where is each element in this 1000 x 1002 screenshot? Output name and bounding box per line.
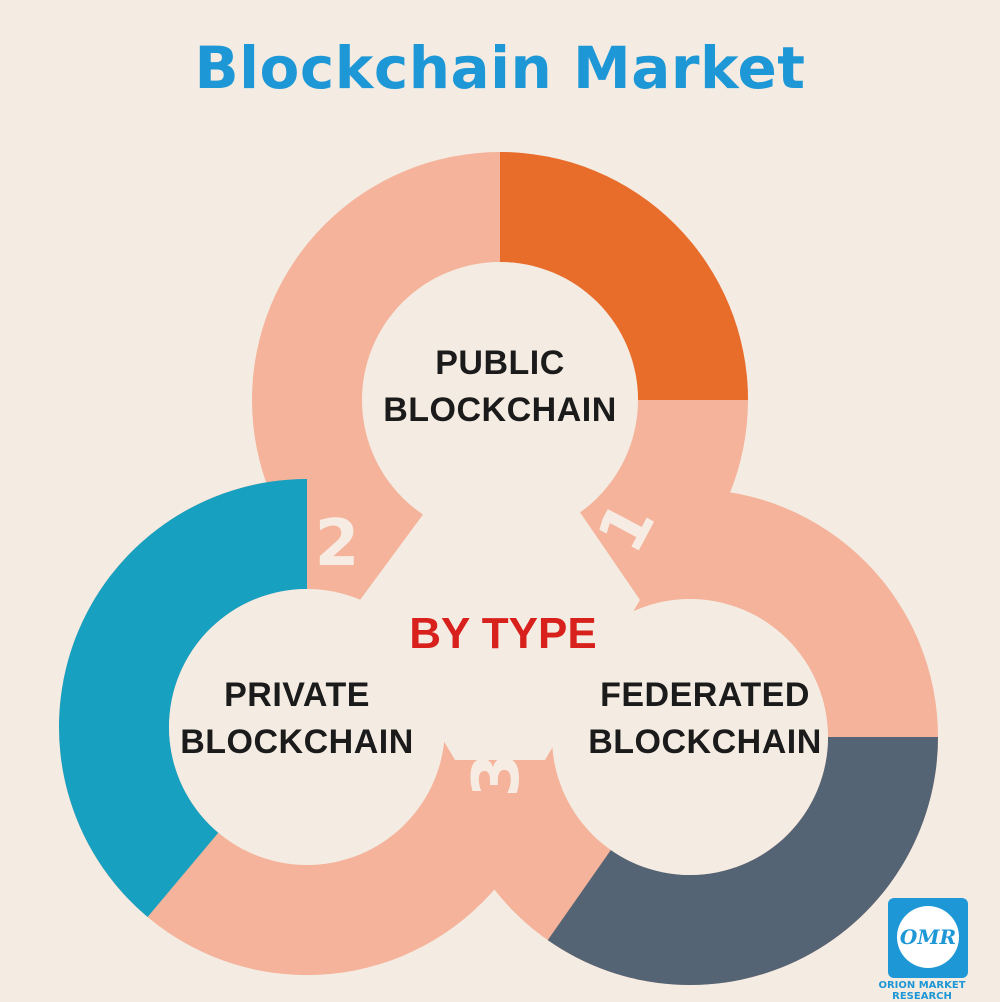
private-blockchain-label-line1: PRIVATE	[224, 676, 370, 714]
public-blockchain-accent-segment	[500, 152, 748, 400]
center-area	[360, 505, 640, 760]
logo-circle: OMR	[897, 906, 959, 968]
public-blockchain-label-line2: BLOCKCHAIN	[383, 391, 617, 429]
public-blockchain-center	[362, 262, 638, 538]
federated-blockchain-center	[552, 599, 828, 875]
federated-blockchain-label-line1: FEDERATED	[600, 676, 810, 714]
orion-market-research-logo: OMR	[888, 898, 968, 978]
private-blockchain-label-line2: BLOCKCHAIN	[180, 723, 414, 761]
public-blockchain-label-line1: PUBLIC	[435, 344, 565, 382]
private-blockchain-accent-segment	[59, 479, 307, 917]
center-title: BY TYPE	[409, 609, 596, 658]
federated-blockchain-accent-segment	[547, 737, 938, 985]
private-blockchain-center	[169, 589, 445, 865]
logo-mark: OMR	[899, 925, 957, 949]
segment-number-3: 3	[460, 753, 534, 798]
page-title: Blockchain Market	[194, 34, 806, 102]
segment-number-2: 2	[315, 507, 360, 581]
federated-blockchain-label-line2: BLOCKCHAIN	[588, 723, 822, 761]
logo-caption: ORION MARKET RESEARCH	[878, 980, 966, 1002]
